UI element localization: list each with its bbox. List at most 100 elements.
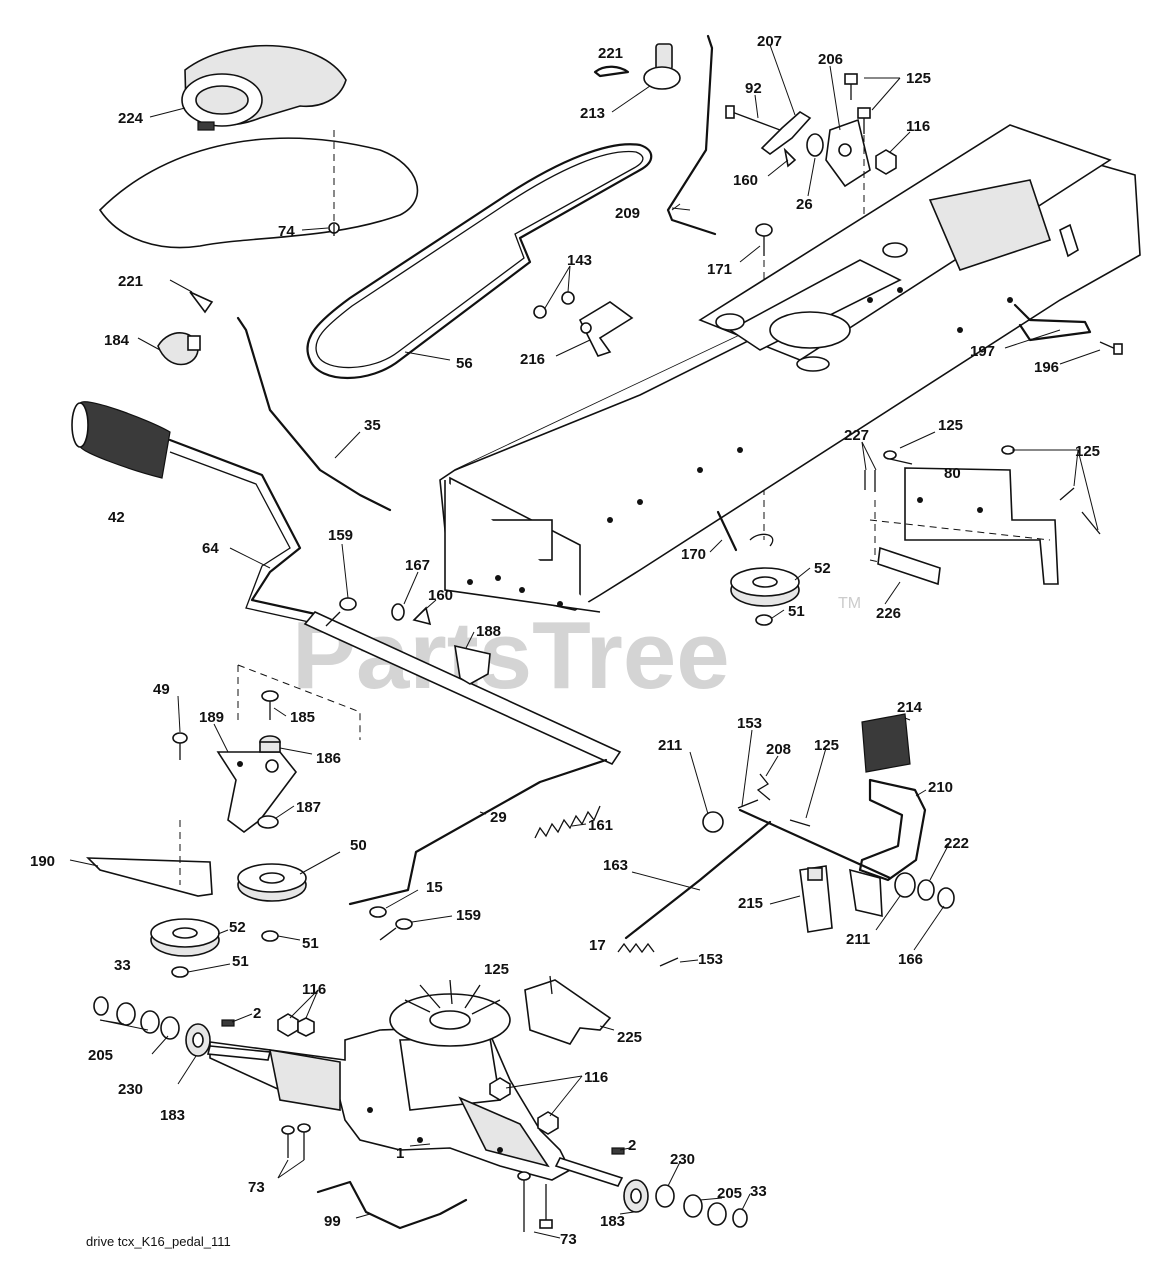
part-1-transaxle[interactable] <box>209 1027 572 1181</box>
part-230-washer-right[interactable] <box>655 1184 675 1208</box>
part-226-plate[interactable] <box>877 546 941 586</box>
callout-2-left: 2 <box>253 1005 261 1022</box>
part-185-bolt[interactable] <box>261 690 279 720</box>
callout-226: 226 <box>876 605 901 622</box>
part-56-drive-belt[interactable] <box>306 143 653 379</box>
part-116-nuts-top[interactable] <box>277 1013 315 1037</box>
part-187-washer[interactable] <box>257 815 279 829</box>
part-33-clip-left[interactable] <box>93 996 109 1016</box>
part-163-rod[interactable] <box>624 820 772 940</box>
part-92-bolt[interactable] <box>725 105 781 131</box>
callout-51-mid: 51 <box>302 935 319 952</box>
callout-221-left: 221 <box>118 273 143 290</box>
part-166-ring[interactable] <box>937 887 955 909</box>
part-26-bushing[interactable] <box>806 133 824 157</box>
part-125-bolt-225[interactable] <box>549 975 553 995</box>
callout-64: 64 <box>202 540 219 557</box>
part-209-lift-rod[interactable] <box>666 34 717 236</box>
part-143-screws[interactable] <box>533 291 575 319</box>
part-227-bolts[interactable] <box>864 470 876 492</box>
part-213-knob[interactable] <box>643 43 681 90</box>
part-167-bushing[interactable] <box>391 603 405 621</box>
part-171-bolt[interactable] <box>755 223 773 256</box>
part-99-rod[interactable] <box>316 1180 468 1230</box>
part-215-cover[interactable] <box>799 865 833 933</box>
part-50-pulley[interactable] <box>237 863 307 902</box>
part-2-key-right[interactable] <box>611 1147 625 1155</box>
callout-206: 206 <box>818 51 843 68</box>
part-186-bushing[interactable] <box>259 735 281 753</box>
part-183-bushing-right[interactable] <box>623 1179 649 1213</box>
part-51-nut-mid[interactable] <box>261 930 279 942</box>
part-74-screw[interactable] <box>328 222 340 236</box>
part-210-pedal[interactable] <box>858 778 927 882</box>
part-33-clip-right[interactable] <box>732 1208 748 1228</box>
part-197-shaft[interactable] <box>1013 303 1092 342</box>
part-211-washer-lower[interactable] <box>894 872 916 898</box>
callout-197: 197 <box>970 343 995 360</box>
part-51-nut-right[interactable] <box>755 614 773 626</box>
part-35-rod[interactable] <box>236 316 392 512</box>
callout-35: 35 <box>364 417 381 434</box>
part-216-bracket[interactable] <box>578 301 634 357</box>
part-125-bolt-pedal[interactable] <box>789 819 811 827</box>
callout-230-left: 230 <box>118 1081 143 1098</box>
callout-167: 167 <box>405 557 430 574</box>
part-73-bolts-left[interactable] <box>281 1123 311 1160</box>
part-52-pulley-left[interactable] <box>150 918 220 957</box>
part-51-nut-left[interactable] <box>171 966 189 978</box>
dash-outline-80 <box>869 500 1051 576</box>
part-205-washers-left[interactable] <box>116 1002 160 1034</box>
part-205-washers-right[interactable] <box>683 1194 727 1226</box>
part-80-bracket[interactable] <box>904 467 1059 585</box>
part-221-clip-left[interactable] <box>189 291 214 314</box>
part-224-dash-cover[interactable] <box>98 44 419 249</box>
part-116-nut[interactable] <box>875 149 897 175</box>
part-52-pulley-right[interactable] <box>730 567 800 607</box>
part-160-clip[interactable] <box>783 147 797 168</box>
part-29-rod[interactable] <box>348 758 608 906</box>
callout-125-right-a: 125 <box>938 417 963 434</box>
part-221-cotter-pin[interactable] <box>593 65 630 78</box>
part-153-clip-upper[interactable] <box>737 799 759 809</box>
callout-116-left: 116 <box>302 981 326 998</box>
part-222-washer[interactable] <box>917 879 935 901</box>
callout-125-top: 125 <box>906 70 931 87</box>
part-170-pin[interactable] <box>716 510 774 552</box>
callout-166: 166 <box>898 951 923 968</box>
part-206-bracket[interactable] <box>825 118 871 188</box>
part-2-key-left[interactable] <box>221 1019 235 1027</box>
part-49-bolt[interactable] <box>172 732 188 760</box>
part-64-shift-lever[interactable] <box>168 438 322 617</box>
callout-92: 92 <box>745 80 762 97</box>
part-190-guard[interactable] <box>86 857 213 897</box>
part-17-spring[interactable] <box>617 942 655 954</box>
part-42-grip[interactable] <box>71 401 171 479</box>
part-183-bushing-left[interactable] <box>185 1023 211 1057</box>
callout-224: 224 <box>118 110 144 127</box>
part-211-washer-upper[interactable] <box>702 811 724 833</box>
part-207-lever[interactable] <box>760 111 812 155</box>
part-230-washer-left[interactable] <box>160 1016 180 1040</box>
part-73-bolt-bottom[interactable] <box>517 1171 553 1232</box>
part-125-bolts-right[interactable] <box>883 445 1101 535</box>
callout-80: 80 <box>944 465 961 482</box>
callout-211-upper: 211 <box>658 737 682 754</box>
pedal-shaft <box>738 808 892 880</box>
part-15-washer[interactable] <box>369 906 387 918</box>
part-196-bolt[interactable] <box>1099 341 1123 355</box>
pivot-shaft <box>303 611 622 766</box>
part-225-shield[interactable] <box>524 979 612 1045</box>
part-159-pin-lower[interactable] <box>379 918 413 941</box>
part-116-nuts-right[interactable] <box>489 1077 559 1135</box>
part-184-knob[interactable] <box>157 332 201 366</box>
part-153-clip-lower[interactable] <box>659 957 679 967</box>
callout-209: 209 <box>615 205 640 222</box>
part-189-idler-arm[interactable] <box>216 751 298 833</box>
part-214-pedal-pad[interactable] <box>861 713 911 773</box>
part-208-spring[interactable] <box>756 773 771 801</box>
part-125-bolt-top[interactable] <box>844 73 871 134</box>
part-161-spring[interactable] <box>534 805 601 839</box>
part-188-bracket[interactable] <box>454 644 491 685</box>
callout-116-right: 116 <box>584 1069 608 1086</box>
